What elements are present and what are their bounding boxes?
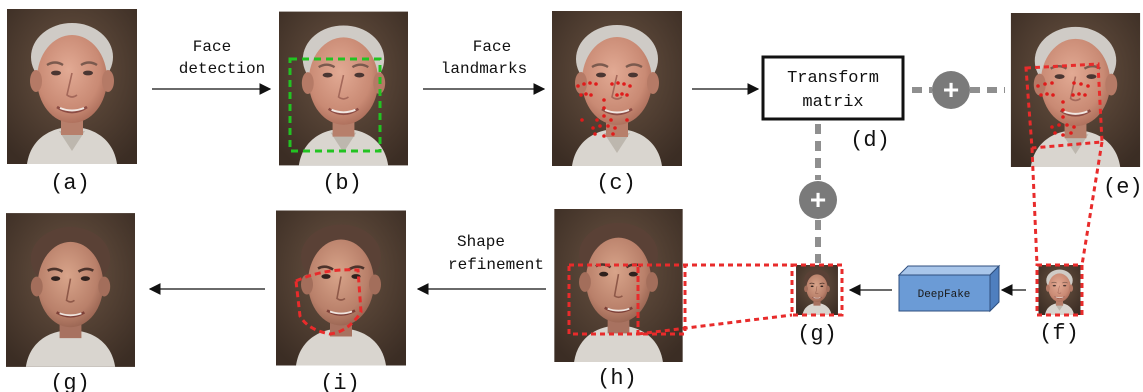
panel-g-final-face (6, 212, 135, 368)
face-region-e (1024, 62, 1104, 150)
step-shape-refinement-line-1: Shape (457, 233, 505, 251)
panel-a-input-face (7, 8, 137, 165)
step-face-landmarks-line-1: Face (473, 38, 511, 56)
transform-box-line-1: Transform (787, 69, 879, 88)
combine-node-bottom-symbol: + (810, 184, 826, 215)
step-face-detection-line-2: detection (179, 60, 265, 78)
step-face-detection-line-1: Face (193, 38, 231, 56)
landmark-points-e (1036, 81, 1090, 137)
panel-label-c: (c) (596, 171, 636, 196)
combine-node-top (932, 71, 970, 109)
transform-box-line-2: matrix (802, 93, 863, 112)
crop-box-f (1035, 263, 1084, 317)
crop-box-g (790, 263, 844, 317)
panel-b-detected-face (279, 11, 408, 166)
step-shape-refinement-line-2: refinement (448, 256, 544, 274)
panel-label-d: (d) (850, 128, 890, 153)
step-face-landmarks-line-2: landmarks (441, 60, 527, 78)
combine-node-bottom (799, 181, 837, 219)
panel-label-f: (f) (1039, 321, 1079, 346)
panel-c-landmarks-face (552, 11, 682, 166)
face-detection-box (288, 57, 382, 153)
landmark-points-c (576, 81, 632, 138)
panel-label-g-final: (g) (50, 371, 90, 392)
transform-matrix-box (761, 55, 905, 121)
panel-g-swapped-crop (795, 265, 839, 315)
panel-label-a: (a) (50, 171, 90, 196)
panel-h-warped-face (554, 209, 683, 362)
deepfake-block: DeepFake (897, 264, 1001, 313)
zoom-line-f-left (1030, 147, 1039, 266)
panel-f-aligned-crop (1038, 265, 1081, 315)
panel-label-b: (b) (322, 171, 362, 196)
zoom-line-f-right (1080, 141, 1104, 266)
panel-label-g-small: (g) (797, 322, 837, 347)
face-box-h-outer (567, 263, 640, 336)
panel-i-refined-face (276, 210, 406, 366)
face-box-h-inner (636, 263, 687, 336)
panel-e-reference-face (1009, 13, 1142, 167)
deepfake-label: DeepFake (918, 289, 971, 301)
panel-label-h: (h) (597, 366, 637, 391)
zoom-line-h-bottom (637, 313, 793, 336)
panel-label-i: (i) (320, 371, 360, 392)
refined-shape-outline (294, 268, 363, 336)
panel-label-e: (e) (1103, 175, 1143, 200)
combine-node-top-symbol: + (943, 74, 959, 105)
